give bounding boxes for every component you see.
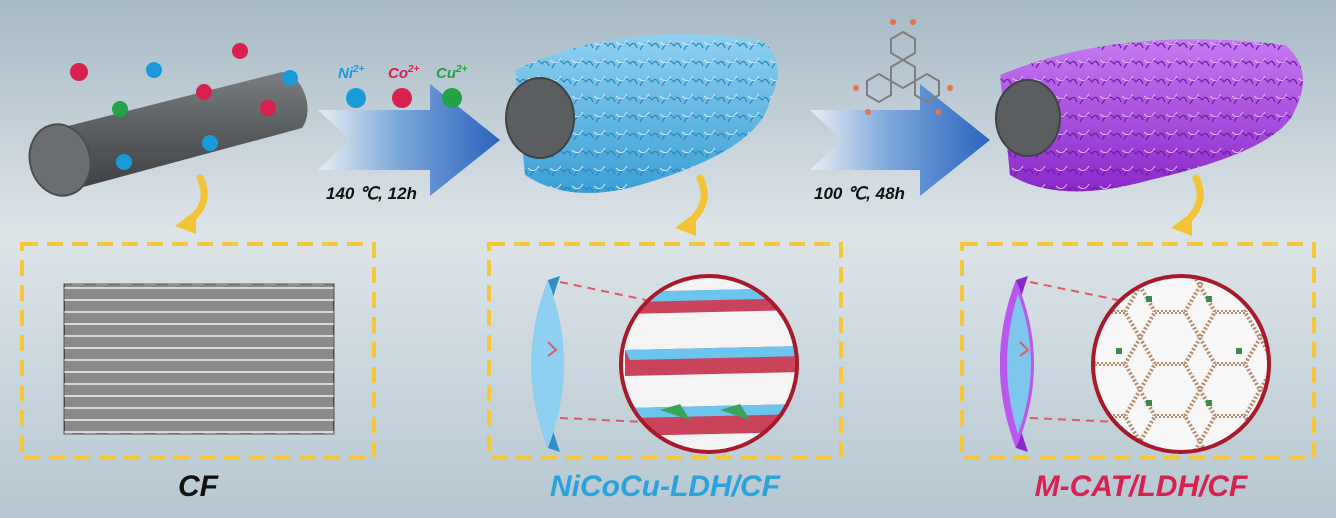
mcat-detail-box: [960, 242, 1316, 460]
curved-arrow-heads: [175, 210, 1192, 236]
woven-carbon-cloth: [63, 283, 335, 435]
condition-step-2: 100 ℃, 48h: [814, 184, 905, 203]
mcat-label: M-CAT/LDH/CF: [1034, 470, 1248, 503]
zoom-line-lower-2: [1029, 417, 1119, 423]
ldh-detail-box: [487, 242, 843, 460]
process-arrow-1: [318, 84, 500, 196]
mcat-lens: [1000, 276, 1034, 452]
carbon-fiber-rod: [28, 72, 308, 197]
zoom-line-lower-1: [559, 417, 647, 423]
ldh-lens: [531, 276, 564, 452]
mcat-honeycomb-zoom: [1093, 276, 1269, 452]
condition-step-1: 140 ℃, 12h: [326, 184, 417, 203]
ni-ion-label: Ni2+: [338, 64, 365, 82]
metal-ion-dots: [70, 43, 298, 170]
mcat-zoom-circle: [1091, 274, 1271, 454]
zoom-line-upper-2: [1029, 281, 1119, 301]
ldh-coated-fiber: [505, 34, 778, 194]
zoom-line-upper-1: [559, 281, 647, 301]
co-ion-label: Co2+: [388, 64, 420, 82]
ion-spheres: [346, 88, 462, 108]
cf-label: CF: [178, 470, 218, 503]
cf-detail-box: [20, 242, 376, 460]
zoom-bracket-1: [547, 341, 558, 357]
mcat-coated-fiber: [995, 39, 1303, 192]
zoom-bracket-2: [1019, 341, 1030, 357]
ldh-label: NiCoCu-LDH/CF: [550, 470, 780, 503]
ldh-layers-zoom: [621, 276, 797, 452]
process-arrow-2: [810, 84, 990, 196]
ldh-zoom-circle: [619, 274, 799, 454]
cu-ion-label: Cu2+: [436, 64, 468, 82]
cat-ligand-molecule: [853, 19, 953, 115]
